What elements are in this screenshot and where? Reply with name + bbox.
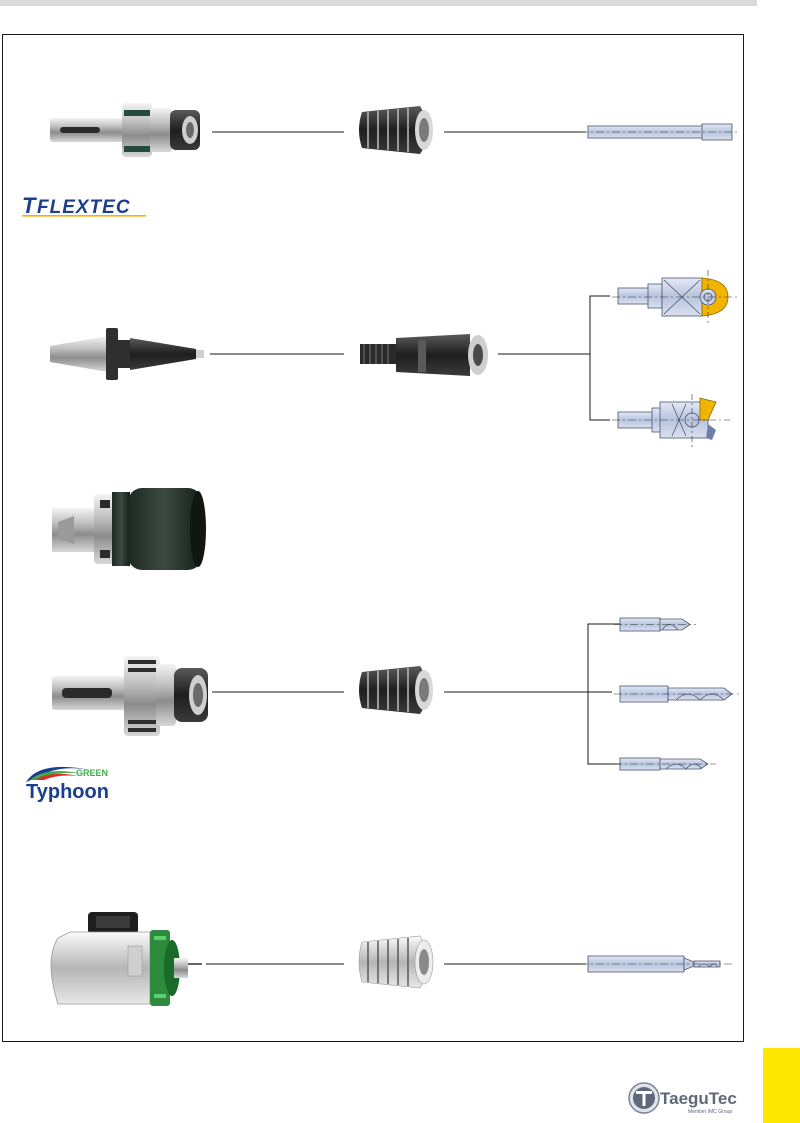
svg-text:TaeguTec: TaeguTec — [660, 1089, 737, 1108]
er-collet-2 — [359, 666, 433, 714]
svg-text:Member IMC Group: Member IMC Group — [688, 1109, 732, 1115]
twist-drill-short — [614, 758, 716, 770]
collet-chuck-holder-2 — [52, 656, 208, 736]
reamer-tool-1 — [580, 124, 740, 140]
svg-text:T: T — [22, 193, 37, 218]
bt-taper-holder — [50, 328, 204, 380]
collet-chuck-holder-1 — [50, 103, 200, 157]
high-speed-spindle — [51, 912, 202, 1006]
svg-text:FLEXTEC: FLEXTEC — [37, 197, 131, 218]
indexable-face-mill — [612, 394, 730, 448]
svg-text:Typhoon: Typhoon — [26, 781, 109, 803]
typhoon-logo: GREEN Typhoon — [26, 767, 109, 803]
taegutec-logo: TaeguTec Member IMC Group — [629, 1083, 737, 1115]
branch-bracket — [590, 296, 610, 420]
micro-end-mill — [580, 956, 734, 972]
er-collet-3 — [359, 936, 433, 988]
twist-drill-long — [614, 686, 740, 702]
tflextec-logo: T FLEXTEC — [22, 193, 146, 218]
ball-nose-end-mill — [612, 270, 738, 326]
er-collet-1 — [359, 106, 433, 154]
end-mill-short — [614, 618, 696, 631]
modular-extension — [360, 334, 488, 376]
hsk-holder-with-cap — [52, 488, 206, 570]
svg-text:GREEN: GREEN — [76, 768, 108, 778]
